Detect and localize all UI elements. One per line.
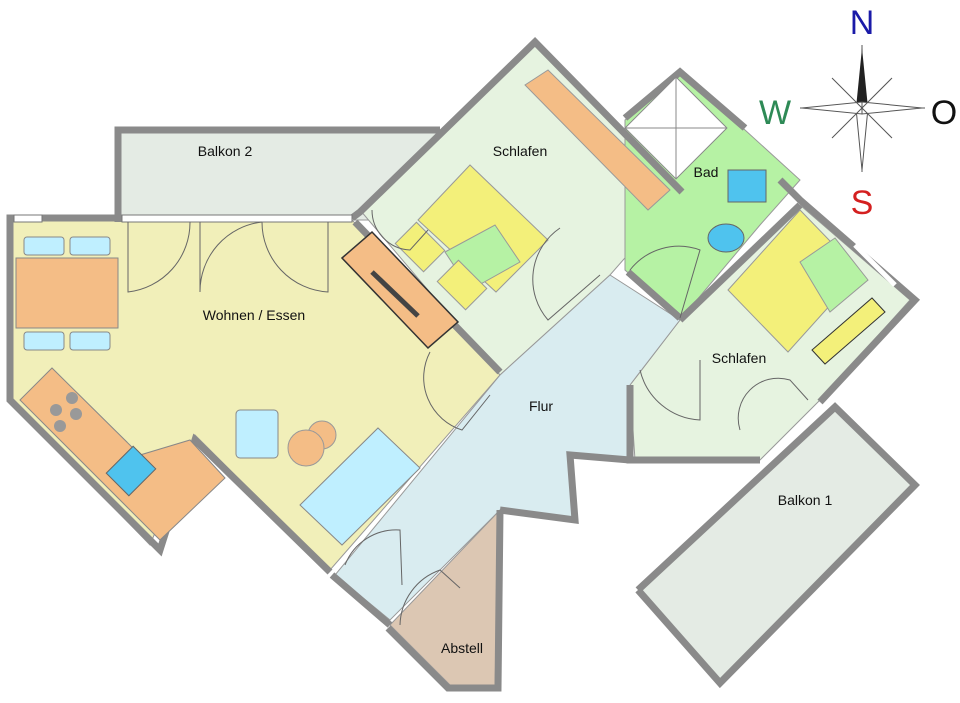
tv-unit bbox=[340, 230, 460, 350]
chair bbox=[69, 331, 111, 351]
sofa bbox=[299, 427, 421, 546]
room-label-schlafen-1: Schlafen bbox=[493, 143, 547, 159]
compass-diag bbox=[831, 77, 893, 139]
room-label-balkon1: Balkon 1 bbox=[778, 492, 833, 508]
door-swing bbox=[371, 209, 429, 251]
window-bedroom2 bbox=[853, 243, 897, 287]
washbasin bbox=[727, 169, 767, 203]
desk bbox=[811, 297, 886, 365]
compass-south-label: S bbox=[851, 184, 874, 222]
room-label-schlafen-2: Schlafen bbox=[712, 350, 766, 366]
door-swing bbox=[629, 245, 701, 319]
compass-east-label: O bbox=[931, 94, 957, 132]
room-label-flur: Flur bbox=[529, 398, 553, 414]
wardrobe bbox=[524, 69, 671, 211]
wall-bad bbox=[622, 67, 748, 131]
door-swing bbox=[399, 569, 461, 626]
toilet bbox=[707, 223, 745, 253]
wall-flur-west bbox=[329, 572, 393, 628]
coffee-table bbox=[287, 429, 325, 467]
compass-needle-east bbox=[861, 101, 923, 115]
room-label-wohnen: Wohnen / Essen bbox=[203, 307, 305, 323]
wall-balkon2 bbox=[114, 126, 440, 222]
stove-burner bbox=[54, 420, 66, 432]
wall-flur-notch bbox=[499, 451, 631, 525]
compass-needle-west bbox=[801, 101, 863, 115]
door-swing bbox=[423, 351, 491, 431]
wall-living-north bbox=[349, 37, 685, 221]
stove-burner bbox=[66, 392, 78, 404]
door-swing bbox=[199, 221, 263, 293]
door-swing bbox=[344, 529, 403, 586]
dining-table bbox=[15, 257, 119, 329]
wall-abstell bbox=[385, 509, 504, 692]
door-swing bbox=[261, 221, 329, 293]
wall-bad-inner bbox=[625, 269, 683, 321]
compass-needle-north bbox=[856, 48, 868, 108]
compass-north-label: N bbox=[850, 4, 875, 42]
chair bbox=[23, 236, 65, 256]
door-swing bbox=[532, 227, 601, 321]
wall-bedroom2-inner bbox=[677, 202, 803, 323]
nightstand bbox=[394, 221, 446, 273]
armchair bbox=[235, 409, 279, 459]
kitchen-sink bbox=[105, 445, 157, 497]
compass: N S W O bbox=[759, 4, 957, 222]
door-swing bbox=[639, 360, 701, 421]
stove-burner bbox=[70, 408, 82, 420]
tv bbox=[370, 270, 420, 318]
bed-blanket bbox=[799, 237, 869, 313]
door-swing bbox=[737, 377, 809, 431]
wall-balkon1 bbox=[635, 402, 920, 689]
room-label-balkon2: Balkon 2 bbox=[198, 143, 253, 159]
chair bbox=[23, 331, 65, 351]
chair bbox=[69, 236, 111, 256]
compass-needle-south bbox=[855, 107, 869, 171]
nightstand bbox=[436, 259, 488, 311]
window-living-west bbox=[13, 214, 43, 223]
room-label-bad: Bad bbox=[694, 164, 719, 180]
window-living bbox=[121, 214, 353, 223]
door-swing bbox=[127, 221, 191, 293]
stove-burner bbox=[50, 404, 62, 416]
room-label-abstell: Abstell bbox=[441, 640, 483, 656]
compass-west-label: W bbox=[759, 94, 791, 132]
